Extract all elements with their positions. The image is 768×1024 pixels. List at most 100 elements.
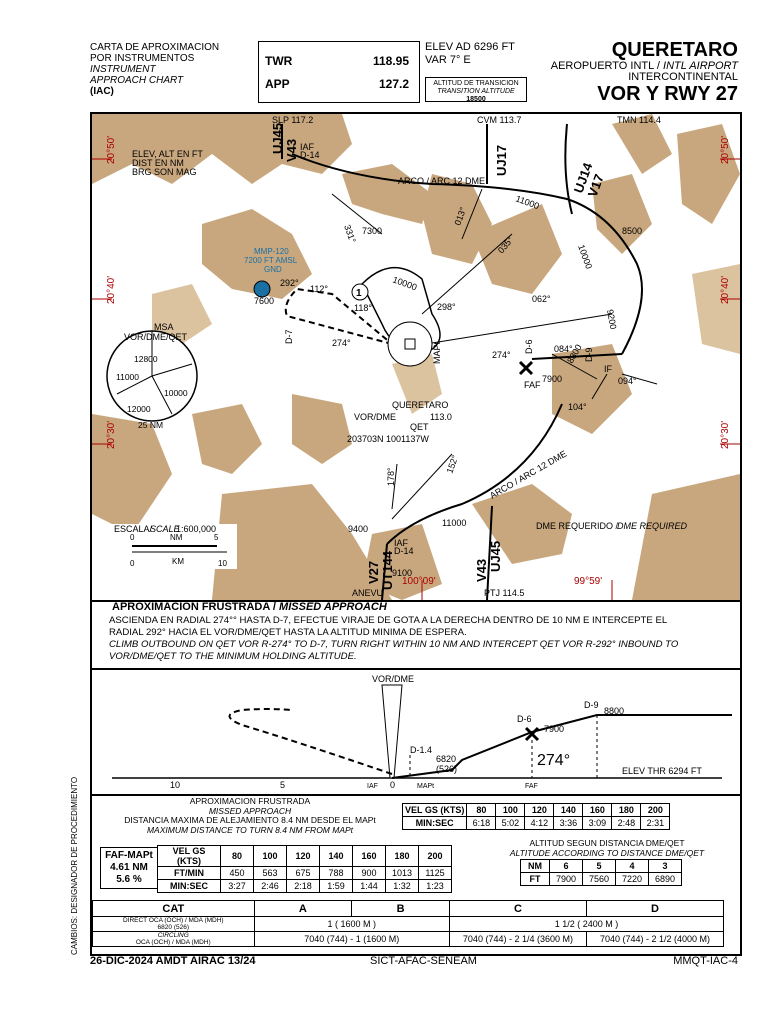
faf-speed-cell: 120 [286,845,320,867]
terrain-light-layer [152,264,740,414]
profile-6820: 6820 [436,754,456,764]
faf-time-cell: 1:59 [319,879,353,893]
dme-nm-cell: 5 [582,859,616,873]
dme-ft-cell: 7900 [549,872,583,886]
brg-112: 112° [310,284,328,294]
profile-course: 274° [537,752,570,769]
fix-if: IF [604,364,613,374]
dme-required-en: DME REQUIRED [617,521,688,531]
ma-speed-cell: 160 [582,803,613,817]
legend-2: DIST EN NM [132,158,184,168]
faf-track [531,353,623,360]
ma-time-cell: 6:18 [466,816,497,830]
procedure-title: VOR Y RWY 27 [597,83,738,105]
dme-nm-cell: 3 [648,859,682,873]
ma-speed-cell: 200 [640,803,671,817]
dme-altitude-table: NM 6 5 4 3 FT 7900 7560 7220 6890 [520,859,682,886]
fix-anevu: ANEVU [352,588,383,598]
route-lines [281,123,643,600]
arc-12-dme-south [386,403,563,545]
missed-approach-track [284,287,393,345]
faf-speed-cell: 100 [253,845,287,867]
scale-km: KM [172,557,184,566]
profile-missed-track [228,708,393,775]
route-ut144-label: UT144 [380,550,395,590]
magnetic-variation: VAR 7° E [425,54,471,66]
dme-ft-cell: 7560 [582,872,616,886]
faf-ftmin-cell: 1013 [385,866,419,880]
vor-slp: SLP 117.2 [272,115,313,125]
vor-cone [381,684,403,779]
faf-ftmin-cell: 450 [220,866,254,880]
airport-name-2: INTERCONTINENTAL [628,71,738,83]
grid-ticks [92,158,740,600]
ma-title-en: MISSED APPROACH [279,601,387,613]
ma-time-cell: 3:09 [582,816,613,830]
arc-label-north: ARCO / ARC 12 DME [398,176,485,186]
airport-name-en: INTL AIRPORT [663,60,738,72]
airport-name-es: AEROPUERTO INTL / [550,60,660,72]
dme-nm-cell: 4 [615,859,649,873]
profile-526: (526) [436,764,457,774]
chart-type-es-2: POR INSTRUMENTOS [90,53,195,64]
brg-178: 178° [386,467,396,486]
mmp-120-icon [253,280,271,298]
scale-nm: NM [170,533,183,542]
faf-speed-cell: 180 [385,845,419,867]
msa-ref: VOR/DME/QET [124,332,188,342]
footer-agency: SICT-AFAC-SENEAM [370,955,477,967]
brg-118: 118° [354,303,372,313]
vor-tmn: TMN 114.4 [617,115,661,125]
scale-5: 5 [214,533,219,542]
mmp-label-3: GND [264,265,282,274]
faf-mapt-box: FAF-MAPt 4.61 NM 5.6 % [100,847,158,889]
ma-title-es: APROXIMACION FRUSTRADA / [112,601,276,613]
faf-speed-cell: 140 [319,845,353,867]
fix-faf: FAF [524,380,541,390]
twr-frequency: 118.95 [372,54,409,68]
circling-sub: OCA (OCH) / MDA (MDH) [135,939,211,946]
ta-value: 18500 [466,96,486,103]
fix-d14-south: D-14 [394,546,414,556]
cat-c: C [448,900,587,917]
minima-table: CAT A B C D DIRECT OCA (OCH) / MDA (MDH)… [92,900,725,947]
chart-type-es-1: CARTA DE APROXIMACION [90,42,220,53]
ma-dist-es: DISTANCIA MAXIMA DE ALEJAMIENTO 8.4 NM D… [124,815,376,825]
faf-time-cell: 1:23 [418,879,452,893]
faf-time-cell: 3:27 [220,879,254,893]
approach-bearings [331,188,658,520]
transition-altitude-box: ALTITUD DE TRANSICION TRANSITION ALTITUD… [425,77,527,103]
brg-292: 292° [280,278,299,288]
dme-required-es: DME REQUERIDO / [536,521,619,531]
dme-ft-cell: 7220 [615,872,649,886]
profile-d6: D-6 [517,714,532,724]
ma-speed-cell: 140 [553,803,584,817]
ma-time-cell: 2:48 [611,816,642,830]
cat-a: A [253,900,353,917]
legend-3: BRG SON MAG [132,167,197,177]
brg-152: 152° [444,453,460,474]
missed-approach-frame [90,598,742,668]
lat-2040-left: 20°40' [106,276,117,304]
brg-274-outbound: 274° [332,338,351,348]
lon-10009: 100°09' [402,576,436,587]
ma-gs-label: VEL GS (KTS) [401,803,468,817]
circling-label: CIRCLING [157,932,189,939]
fix-d7: D-7 [284,329,294,344]
lat-2050-right: 20°50' [720,136,731,164]
route-v27-label: V27 [366,561,381,584]
brg-104: 104° [568,402,587,412]
vor-name: QUERETARO [392,400,448,410]
minima-section [90,792,742,956]
app-frequency: 127.2 [378,77,409,91]
app-label: APP [265,77,290,91]
route-v27 [381,543,388,600]
ma-speed-cell: 80 [466,803,497,817]
vor-type: VOR/DME [354,412,396,422]
lat-2050-left: 20°50' [106,136,117,164]
route-designators: UJ45 V43 UJ17 UJ14 V17 V27 UT144 UJ45 V4… [270,123,607,590]
holding-altitude: 10000 [391,274,418,292]
grid-labels: 20°50' 20°50' 20°40' 20°40' 20°30' 20°30… [106,136,731,587]
fix-iaf-south: IAF [394,538,409,548]
scale-label-en: SCALE [150,524,181,534]
